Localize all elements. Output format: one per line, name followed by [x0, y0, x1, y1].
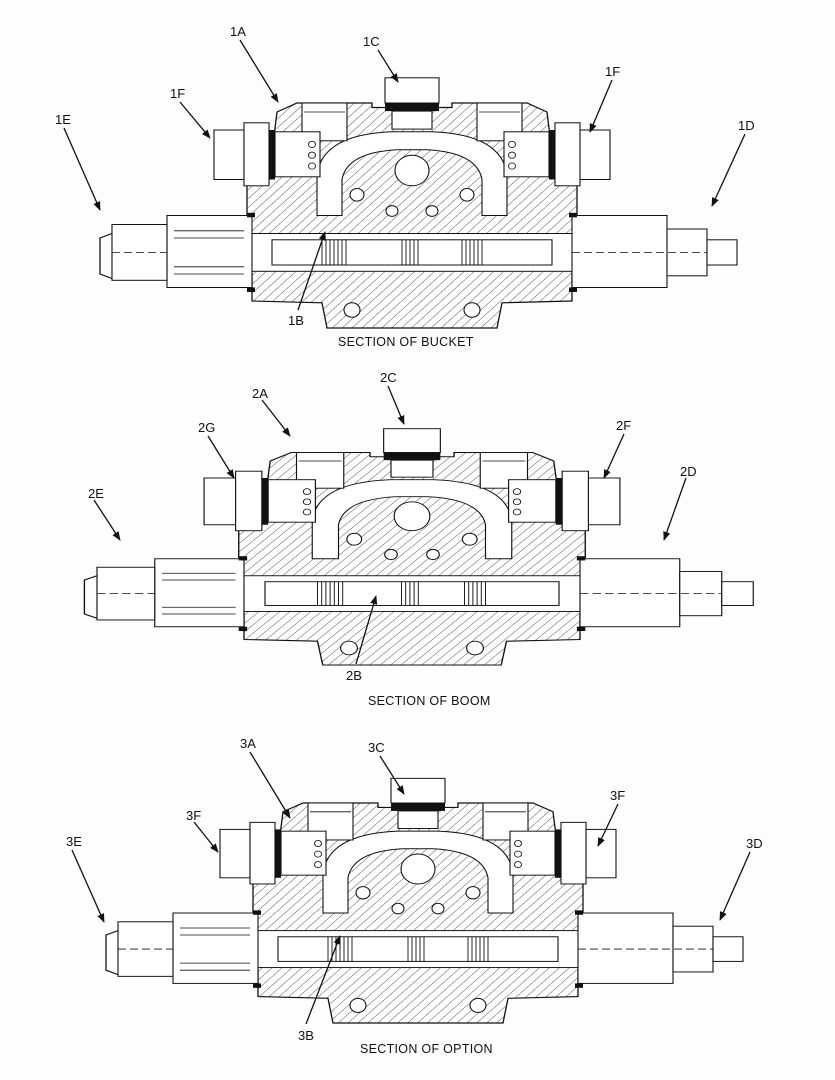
label-3e: 3E	[66, 834, 82, 849]
label-1f-right: 1F	[605, 64, 620, 79]
leader-2f	[603, 433, 625, 479]
section-option: 3A 3C 3F 3F 3E 3D 3B SECTION OF OPTION	[66, 736, 763, 1056]
leader-1c	[377, 49, 399, 83]
label-1d: 1D	[738, 118, 755, 133]
leader-2c	[387, 385, 405, 425]
label-2f: 2F	[616, 418, 631, 433]
leader-3f-left	[193, 821, 219, 853]
label-1a: 1A	[230, 24, 246, 39]
leader-3e	[71, 849, 105, 923]
label-1c: 1C	[363, 34, 380, 49]
label-2a: 2A	[252, 386, 268, 401]
label-3a: 3A	[240, 736, 256, 751]
label-2g: 2G	[198, 420, 215, 435]
caption-option: SECTION OF OPTION	[360, 1042, 493, 1056]
leader-1a	[239, 39, 279, 103]
leader-2e	[93, 499, 121, 541]
option-valve-body	[105, 777, 744, 1024]
section-bucket: 1A 1C 1F 1F 1E 1D 1B SECTION OF BUCKET	[55, 24, 755, 349]
leader-3f-right	[597, 803, 619, 847]
label-3f-right: 3F	[610, 788, 625, 803]
label-2e: 2E	[88, 486, 104, 501]
label-1e: 1E	[55, 112, 71, 127]
leader-1e	[63, 127, 101, 211]
caption-boom: SECTION OF BOOM	[368, 694, 491, 708]
label-3f-left: 3F	[186, 808, 201, 823]
bucket-valve-body	[99, 77, 738, 329]
leader-3a	[249, 751, 291, 819]
leader-1f-right	[589, 79, 613, 133]
label-2b: 2B	[346, 668, 362, 683]
label-2d: 2D	[680, 464, 697, 479]
label-2c: 2C	[380, 370, 397, 385]
boom-valve-body	[83, 428, 754, 666]
label-3c: 3C	[368, 740, 385, 755]
label-3d: 3D	[746, 836, 763, 851]
leader-1d	[711, 133, 746, 207]
leader-2b	[355, 595, 378, 665]
leader-3c	[379, 755, 405, 795]
label-1f-left: 1F	[170, 86, 185, 101]
leader-2d	[663, 477, 687, 541]
leader-3b	[305, 935, 341, 1025]
leader-1f-left	[179, 101, 211, 139]
leader-2a	[261, 399, 291, 437]
label-1b: 1B	[288, 313, 304, 328]
label-3b: 3B	[298, 1028, 314, 1043]
leader-1b	[297, 231, 326, 311]
leader-2g	[207, 435, 235, 479]
caption-bucket: SECTION OF BUCKET	[338, 335, 474, 349]
leader-3d	[719, 851, 751, 921]
section-boom: 2A 2C 2G 2F 2E 2D 2B SECTION OF BOOM	[83, 370, 754, 708]
